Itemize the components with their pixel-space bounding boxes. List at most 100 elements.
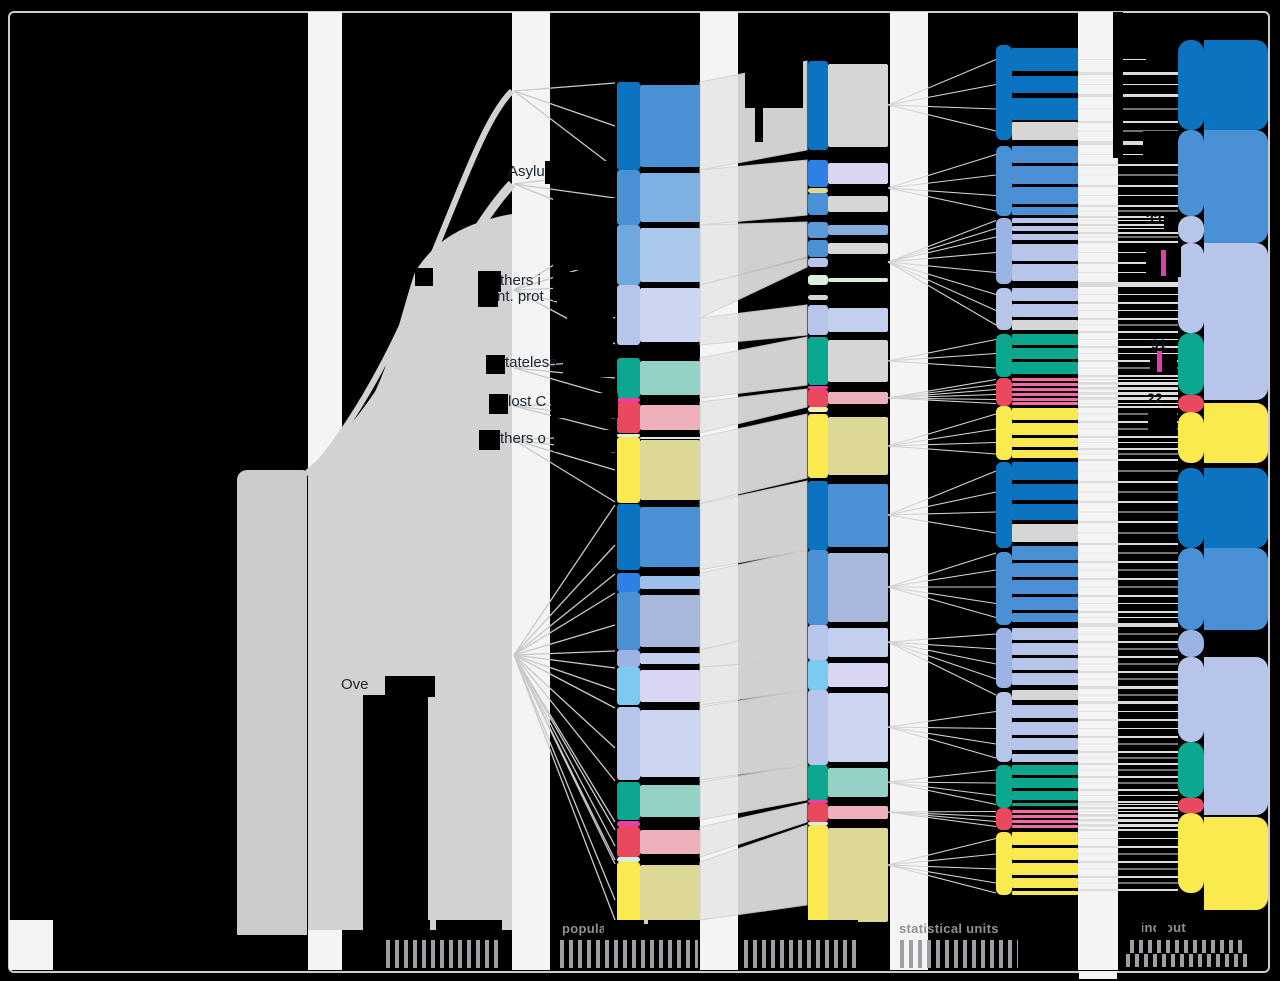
- col4-seg-10[interactable]: [808, 337, 828, 385]
- col6-block-5[interactable]: [1204, 548, 1268, 630]
- col6-block-6[interactable]: [1204, 657, 1268, 815]
- redacted-text-block-8: [486, 355, 505, 374]
- col3-seg-15[interactable]: [617, 782, 640, 820]
- col4-seg-20[interactable]: [808, 765, 828, 800]
- col5-node-13[interactable]: [996, 832, 1012, 895]
- link-line: [887, 153, 997, 189]
- col3-seg-12[interactable]: [617, 650, 640, 667]
- col6-node-2[interactable]: [1178, 216, 1204, 243]
- col6-node-1[interactable]: [1178, 130, 1204, 216]
- label-overall[interactable]: Ove: [341, 676, 369, 693]
- col6-node-10[interactable]: [1178, 657, 1204, 742]
- col4-overlay-9: [828, 308, 888, 332]
- col6-node-9[interactable]: [1178, 630, 1204, 657]
- col5-node-3[interactable]: [996, 288, 1012, 330]
- root-node[interactable]: [237, 470, 307, 935]
- label-others-in-need-line1[interactable]: thers i: [500, 272, 541, 289]
- col3-seg-7[interactable]: [617, 434, 640, 437]
- col6-block-7[interactable]: [1204, 817, 1268, 910]
- col5-node-10[interactable]: [996, 692, 1012, 762]
- col6-block-1[interactable]: [1204, 130, 1268, 243]
- col5-node-8[interactable]: [996, 552, 1012, 625]
- col4-seg-4[interactable]: [808, 222, 828, 238]
- col3-seg-11[interactable]: [617, 592, 640, 650]
- col6-block-4[interactable]: [1204, 468, 1268, 548]
- col4-seg-7[interactable]: [808, 275, 828, 285]
- col4-seg-18[interactable]: [808, 660, 828, 690]
- col6-block-2[interactable]: [1204, 243, 1268, 400]
- col4-seg-23[interactable]: [808, 822, 828, 825]
- col3-seg-9[interactable]: [617, 504, 640, 570]
- col5-row-48: [1012, 778, 1078, 788]
- col5-node-0[interactable]: [996, 45, 1012, 140]
- label-asylum-seekers[interactable]: Asylu: [508, 163, 545, 180]
- col3-seg-5[interactable]: [617, 398, 640, 402]
- col6-node-5[interactable]: [1178, 395, 1204, 412]
- col3-seg-10[interactable]: [617, 573, 640, 592]
- col4-seg-15[interactable]: [808, 481, 828, 550]
- label-others-of-concern[interactable]: thers o: [500, 430, 546, 447]
- col6-node-7[interactable]: [1178, 468, 1204, 548]
- col5-row-40: [1012, 658, 1078, 670]
- col5-node-7[interactable]: [996, 462, 1012, 548]
- fan-line: [513, 592, 616, 656]
- col5-node-1[interactable]: [996, 146, 1012, 216]
- col4-seg-0[interactable]: [808, 61, 828, 150]
- label-host-community[interactable]: lost C: [508, 393, 547, 410]
- col3-overlay-17: [640, 830, 700, 854]
- col5-node-4[interactable]: [996, 334, 1012, 377]
- col4-seg-12[interactable]: [808, 389, 828, 407]
- col6-node-8[interactable]: [1178, 548, 1204, 630]
- col4-seg-24[interactable]: [808, 825, 828, 925]
- col3-seg-19[interactable]: [617, 862, 640, 927]
- col5-node-6[interactable]: [996, 406, 1012, 460]
- col6-node-11[interactable]: [1178, 742, 1204, 798]
- col6-node-3[interactable]: [1178, 243, 1204, 333]
- axis-label-comb-2: [744, 940, 858, 968]
- link-band: [699, 336, 808, 399]
- col4-seg-8[interactable]: [808, 295, 828, 300]
- col4-seg-19[interactable]: [808, 690, 828, 765]
- col3-seg-14[interactable]: [617, 707, 640, 780]
- col4-seg-21[interactable]: [808, 800, 828, 803]
- col3-seg-1[interactable]: [617, 170, 640, 225]
- label-others-in-need-line2[interactable]: nt. prot: [497, 288, 544, 305]
- col3-seg-6[interactable]: [617, 402, 640, 433]
- col6-block-0[interactable]: [1204, 40, 1268, 130]
- col4-seg-1[interactable]: [808, 160, 828, 187]
- col3-seg-16[interactable]: [617, 821, 640, 827]
- col4-seg-2[interactable]: [808, 188, 828, 193]
- col6-node-12[interactable]: [1178, 798, 1204, 813]
- col5-node-2[interactable]: [996, 218, 1012, 284]
- col5-node-11[interactable]: [996, 765, 1012, 808]
- col6-block-3[interactable]: [1204, 403, 1268, 463]
- col5-node-12[interactable]: [996, 808, 1012, 830]
- col3-seg-4[interactable]: [617, 358, 640, 398]
- col4-seg-14[interactable]: [808, 414, 828, 478]
- col4-seg-3[interactable]: [808, 193, 828, 215]
- col6-node-13[interactable]: [1178, 813, 1204, 893]
- col3-seg-3[interactable]: [617, 285, 640, 345]
- link-line: [887, 710, 997, 728]
- col3-seg-17[interactable]: [617, 827, 640, 857]
- label-stateless[interactable]: tateless: [505, 354, 557, 371]
- col3-seg-13[interactable]: [617, 667, 640, 705]
- col4-seg-22[interactable]: [808, 803, 828, 822]
- col3-seg-0[interactable]: [617, 82, 640, 170]
- col4-seg-9[interactable]: [808, 305, 828, 335]
- col4-seg-17[interactable]: [808, 625, 828, 660]
- col6-node-6[interactable]: [1178, 412, 1204, 463]
- col3-seg-18[interactable]: [617, 857, 640, 862]
- col4-seg-13[interactable]: [808, 407, 828, 412]
- col3-seg-2[interactable]: [617, 225, 640, 285]
- col5-node-5[interactable]: [996, 378, 1012, 406]
- col4-seg-16[interactable]: [808, 550, 828, 625]
- col6-node-4[interactable]: [1178, 333, 1204, 395]
- redacted-text-block-25: [1150, 354, 1177, 373]
- col6-node-0[interactable]: [1178, 40, 1204, 130]
- col3-seg-8[interactable]: [617, 437, 640, 503]
- col4-seg-11[interactable]: [808, 386, 828, 389]
- col4-seg-6[interactable]: [808, 258, 828, 267]
- col5-node-9[interactable]: [996, 628, 1012, 688]
- col4-seg-5[interactable]: [808, 240, 828, 257]
